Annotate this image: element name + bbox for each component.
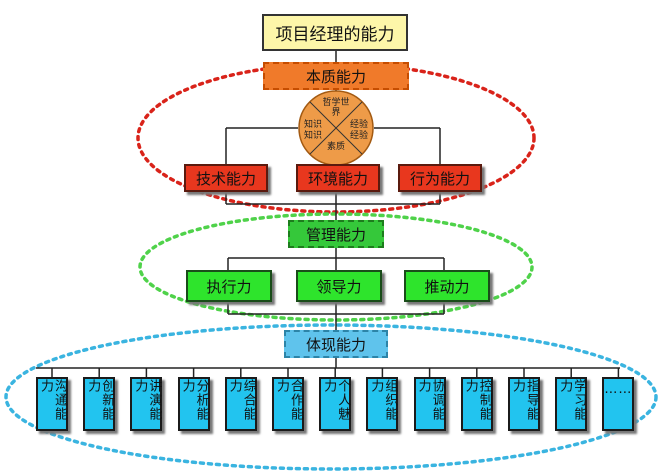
core-label-experience-2: 经验 (349, 131, 368, 141)
manifest-ellipse (4, 323, 658, 471)
leadership-box: 领导力 (296, 270, 382, 302)
manifest-item-box: 指导能力 (508, 377, 540, 431)
behavior-ability-box: 行为能力 (398, 164, 482, 192)
manifest-item-box: …… (602, 377, 635, 431)
execution-box: 执行力 (186, 270, 272, 302)
manifest-item-box: 创新能力 (83, 377, 116, 431)
environment-ability-box: 环境能力 (296, 164, 380, 192)
core-label-knowledge-1: 知识 (303, 120, 322, 130)
manifest-item-box: 合作能力 (272, 377, 304, 431)
driving-box: 推动力 (404, 270, 490, 302)
core-label-experience-1: 经验 (349, 120, 368, 130)
manifest-item-box: 控制能力 (460, 377, 493, 431)
manifest-item-box: 个人魅力 (319, 377, 352, 431)
manifest-ability-header: 体现能力 (284, 330, 388, 358)
core-label-knowledge-2: 知识 (303, 131, 322, 141)
manifest-item-box: 组织能力 (366, 377, 399, 431)
page-title: 项目经理的能力 (262, 14, 408, 51)
essential-ability-header: 本质能力 (263, 62, 409, 90)
manifest-item-box: 协调能力 (413, 377, 446, 431)
manifest-item-box: 讲演能力 (130, 377, 163, 431)
manifest-item-box: 综合能力 (224, 377, 257, 431)
manifest-item-box: 沟通能力 (36, 377, 68, 431)
management-ability-header: 管理能力 (288, 220, 384, 248)
manifest-item-box: 学习能力 (555, 377, 588, 431)
technical-ability-box: 技术能力 (184, 164, 268, 192)
manifest-item-box: 分析能力 (177, 377, 210, 431)
core-label-quality: 素质 (326, 142, 345, 152)
core-label-philosophy: 哲学世界 (322, 98, 350, 118)
